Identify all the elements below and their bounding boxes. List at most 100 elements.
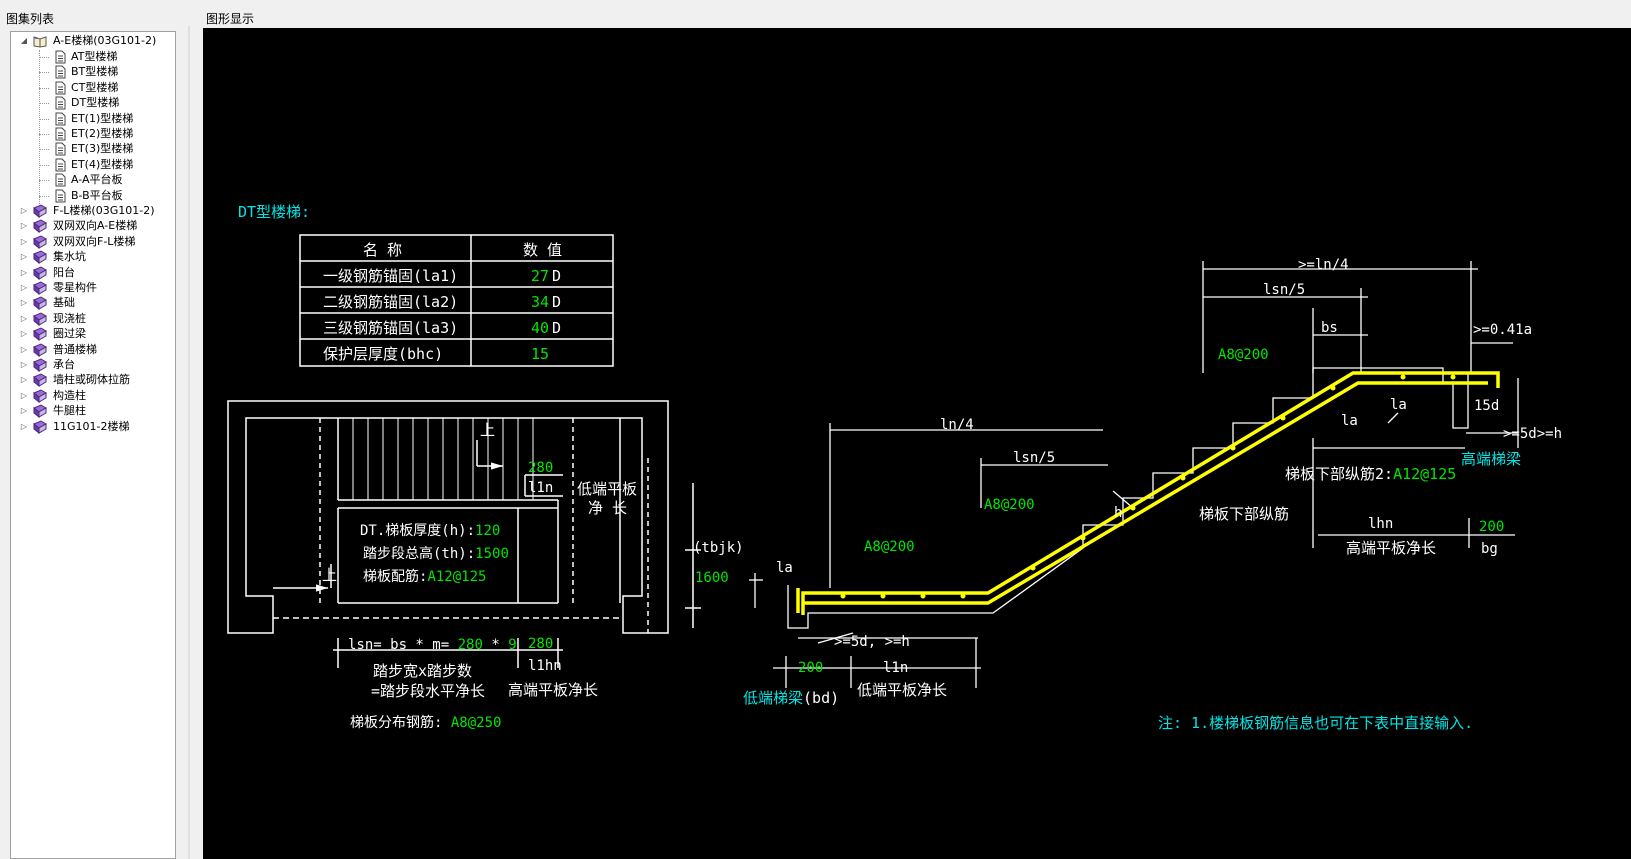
dim-bg: bg xyxy=(1481,541,1498,557)
expand-arrow-icon[interactable]: ▷ xyxy=(20,221,28,231)
book-icon xyxy=(33,404,47,419)
expand-arrow-icon[interactable]: ▷ xyxy=(20,267,28,277)
dim-lsn5-top: lsn/5 xyxy=(1263,282,1305,298)
expand-arrow-icon[interactable]: ▷ xyxy=(20,298,28,308)
tree-panel-title: 图集列表 xyxy=(6,12,55,26)
tree-group-label: 阳台 xyxy=(53,265,75,279)
document-icon xyxy=(55,158,66,172)
tree-group-label: 零星构件 xyxy=(53,281,97,294)
plan-total-height: 踏步段总高(th):1500 xyxy=(363,545,509,562)
table-cell-name[interactable]: 保护层厚度(bhc) xyxy=(323,345,443,363)
tree-group-node[interactable]: ▷ 零星构件 xyxy=(13,280,173,296)
plan-up-label-2: 上 xyxy=(322,566,337,584)
tree-item-label: ET(2)型楼梯 xyxy=(71,127,134,140)
table-header-value: 数 值 xyxy=(523,241,562,259)
table-cell-value[interactable]: 34 xyxy=(531,293,549,311)
document-icon xyxy=(55,189,66,203)
expand-arrow-icon[interactable]: ▷ xyxy=(20,344,28,354)
dim-la-mid: la xyxy=(1341,413,1358,429)
tree-group-label: 双网双向A-E楼梯 xyxy=(53,219,138,233)
expand-arrow-icon[interactable]: ▷ xyxy=(20,421,28,431)
tree-item[interactable]: B-B平台板 xyxy=(13,188,173,204)
book-icon xyxy=(33,312,47,326)
book-icon xyxy=(33,343,47,357)
document-icon xyxy=(55,81,66,95)
tree-item[interactable]: A-A平台板 xyxy=(13,172,173,188)
expand-arrow-icon[interactable]: ▷ xyxy=(20,252,28,262)
table-cell-value[interactable]: 15 xyxy=(531,345,549,363)
table-cell-value[interactable]: 27 xyxy=(531,267,549,285)
tree-group-label: 基础 xyxy=(53,296,75,310)
tree-group-node[interactable]: ▷集水坑 xyxy=(13,249,173,265)
plan-low-platform-line1: 低端平板 xyxy=(577,480,637,498)
tree-item-label: B-B平台板 xyxy=(71,188,123,202)
plan-l1n: l1n xyxy=(528,480,553,496)
table-cell-unit[interactable]: D xyxy=(552,293,561,311)
table-cell-name[interactable]: 二级钢筋锚固(la2) xyxy=(323,293,458,311)
expand-arrow-icon[interactable]: ▷ xyxy=(20,313,28,323)
plan-lsn-formula: lsn= bs * m= 280 * 9 xyxy=(348,637,517,653)
document-icon xyxy=(55,127,66,141)
table-cell-unit[interactable]: D xyxy=(552,267,561,285)
tree-group-node[interactable]: ▷ 基础 xyxy=(13,295,173,311)
tree-item[interactable]: CT型楼梯 xyxy=(13,80,173,96)
dim-lsn5-left: lsn/5 xyxy=(1013,450,1055,466)
plan-l1hn: l1hn xyxy=(528,658,562,674)
tree-group-node[interactable]: ▷ 双网双向A-E楼梯 xyxy=(13,218,173,234)
anchorage-table[interactable] xyxy=(299,234,614,367)
dim-lhn: lhn xyxy=(1368,516,1393,532)
tree-item[interactable]: BT型楼梯 xyxy=(13,64,173,80)
tree-group-node[interactable]: ▷双网双向F-L楼梯 xyxy=(13,234,173,250)
rebar-a8-top: A8@200 xyxy=(1218,347,1269,363)
tree-group-node[interactable]: ▷构造柱 xyxy=(13,388,173,404)
table-header-name: 名 称 xyxy=(363,241,402,259)
tree-group-node[interactable]: ▷F-L楼梯(03G101-2) xyxy=(13,203,173,219)
tree-item[interactable]: ET(1)型楼梯 xyxy=(13,111,173,127)
open-book-icon xyxy=(33,36,47,48)
rebar-a8-mid: A8@200 xyxy=(984,497,1035,513)
tree-item[interactable]: AT型楼梯 xyxy=(13,49,173,65)
tree-group-node[interactable]: ▷11G101-2楼梯 xyxy=(13,419,173,435)
tree-group-node[interactable]: ▷承台 xyxy=(13,357,173,373)
book-icon xyxy=(33,296,47,311)
document-icon xyxy=(55,142,66,156)
tree-item[interactable]: ET(4)型楼梯 xyxy=(13,157,173,173)
tree-group-node[interactable]: ▷牛腿柱 xyxy=(13,403,173,419)
tree-group-label: 普通楼梯 xyxy=(53,342,97,356)
expand-arrow-icon[interactable]: ▷ xyxy=(20,406,28,416)
book-icon xyxy=(33,327,47,342)
table-cell-name[interactable]: 一级钢筋锚固(la1) xyxy=(323,267,458,285)
table-cell-name[interactable]: 三级钢筋锚固(la3) xyxy=(323,319,458,337)
plan-dim-280-bottom: 280 xyxy=(528,636,553,652)
tree-group-label: 现浇桩 xyxy=(53,311,86,325)
tree-group-node[interactable]: ▷墙柱或砌体拉筋 xyxy=(13,372,173,388)
book-icon xyxy=(33,266,47,280)
table-cell-unit[interactable]: D xyxy=(552,319,561,337)
dim-l1n: l1n xyxy=(883,660,908,676)
panel-splitter[interactable] xyxy=(188,26,190,859)
table-cell-value[interactable]: 40 xyxy=(531,319,549,337)
tree-group-node[interactable]: ▷圈过梁 xyxy=(13,326,173,342)
collapse-arrow-icon[interactable]: ◢ xyxy=(20,36,28,45)
tree-item[interactable]: ET(3)型楼梯 xyxy=(13,141,173,157)
tree-root-node[interactable]: ◢ A-E楼梯(03G101-2) xyxy=(13,33,173,49)
tree-item-label: AT型楼梯 xyxy=(71,50,118,63)
tree-item[interactable]: ET(2)型楼梯 xyxy=(13,126,173,142)
tree-item-label: BT型楼梯 xyxy=(71,65,119,79)
drawing-panel-title: 图形显示 xyxy=(206,12,255,26)
tree-item-label: CT型楼梯 xyxy=(71,80,119,94)
expand-arrow-icon[interactable]: ▷ xyxy=(20,390,28,400)
expand-arrow-icon[interactable]: ▷ xyxy=(20,236,28,246)
expand-arrow-icon[interactable]: ▷ xyxy=(20,375,28,385)
expand-arrow-icon[interactable]: ▷ xyxy=(20,360,28,369)
tree-group-node[interactable]: ▷ 阳台 xyxy=(13,265,173,281)
expand-arrow-icon[interactable]: ▷ xyxy=(20,206,28,215)
expand-arrow-icon[interactable]: ▷ xyxy=(20,283,28,292)
document-icon xyxy=(55,96,66,110)
tree-group-node[interactable]: ▷ 现浇桩 xyxy=(13,311,173,327)
tree-group-node[interactable]: ▷ 普通楼梯 xyxy=(13,342,173,358)
tree-item[interactable]: DT型楼梯 xyxy=(13,95,173,111)
expand-arrow-icon[interactable]: ▷ xyxy=(20,329,28,339)
